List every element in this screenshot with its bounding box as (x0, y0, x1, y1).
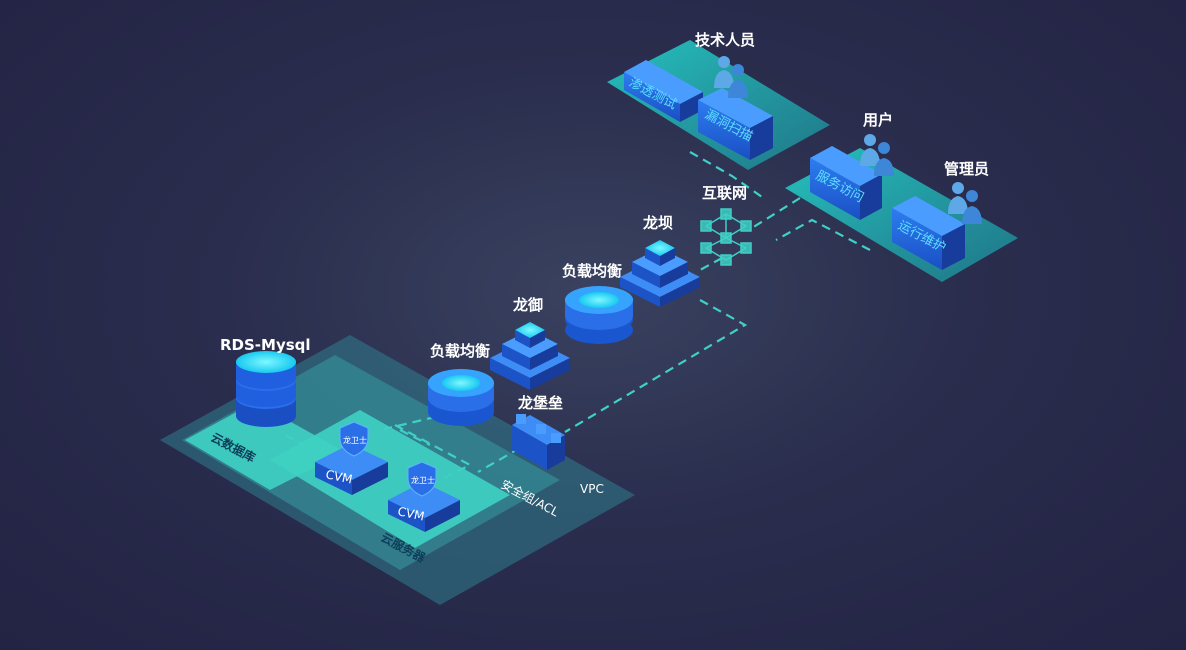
shield1-label: 龙卫士 (343, 435, 367, 445)
flow-admin-to-internet (775, 218, 871, 251)
cvm1-icon[interactable]: CVM (315, 444, 388, 495)
shield1-icon: 龙卫士 (339, 421, 369, 457)
flow-lb-to-cvm2 (394, 424, 473, 481)
shield2-label: 龙卫士 (411, 475, 435, 485)
cvm2-label: CVM (396, 504, 425, 523)
tech-people-icon (714, 56, 748, 98)
vulnscan-box[interactable]: 漏洞扫描 (698, 88, 773, 160)
admin-people-icon (948, 182, 982, 224)
tech-label: 技术人员 (695, 31, 755, 49)
user-people-icon (860, 134, 894, 176)
lb-top-label: 负载均衡 (562, 262, 622, 280)
flow-tech-to-internet (689, 151, 763, 198)
longyu-label: 龙御 (512, 296, 543, 314)
flow-cvm-link (399, 429, 431, 446)
internet-label: 互联网 (702, 184, 747, 202)
flow-bastion-to-cvm (477, 447, 521, 473)
longba-label: 龙坝 (642, 214, 673, 232)
flow-internet-to-longba (699, 257, 723, 271)
vpc-zone (160, 335, 635, 605)
internet-icon (700, 208, 752, 266)
vpc-label: VPC (580, 482, 604, 496)
bastion-icon[interactable] (512, 414, 565, 470)
lb-top-icon[interactable] (565, 286, 633, 344)
service-access-box[interactable]: 服务访问 (810, 146, 882, 220)
flow-user-to-internet (751, 197, 801, 229)
longyu-icon[interactable] (490, 322, 570, 390)
cvm1-label: CVM (324, 467, 353, 486)
flow-longba-to-bastion (564, 299, 748, 433)
flow-db-to-cvm (284, 434, 319, 453)
rds-label: RDS-Mysql (220, 336, 311, 354)
shield2-icon: 龙卫士 (407, 461, 437, 497)
longba-icon[interactable] (620, 240, 700, 307)
cvm2-icon[interactable]: CVM (388, 482, 460, 532)
bastion-label: 龙堡垒 (517, 394, 563, 412)
lb-left-icon[interactable] (428, 369, 494, 426)
rds-database-icon[interactable] (236, 351, 296, 427)
lb-left-label: 负载均衡 (430, 342, 490, 360)
admin-label: 管理员 (944, 160, 989, 178)
user-label: 用户 (863, 111, 893, 129)
